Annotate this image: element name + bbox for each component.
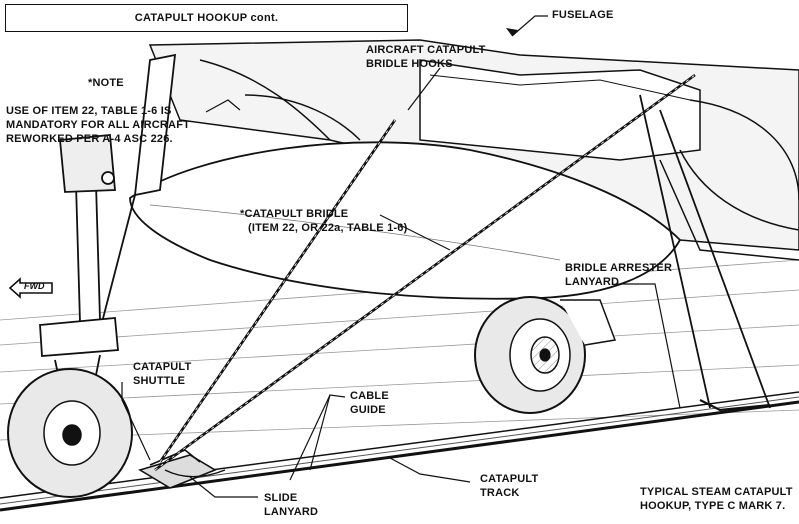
arrester-lanyard bbox=[639, 94, 771, 412]
fwd-label: FWD bbox=[24, 281, 45, 291]
label-shuttle-1: CATAPULT bbox=[133, 361, 192, 373]
note-line-2: MANDATORY FOR ALL AIRCRAFT bbox=[6, 119, 191, 131]
label-track-1: CATAPULT bbox=[480, 473, 539, 485]
label-cable-guide-1: CABLE bbox=[350, 390, 389, 402]
label-arrester-2: LANYARD bbox=[565, 276, 620, 288]
slide-lanyard bbox=[164, 469, 226, 478]
bridle-cables bbox=[154, 73, 696, 472]
page-title-box: CATAPULT HOOKUP cont. bbox=[5, 4, 408, 32]
catapult-track bbox=[0, 391, 799, 512]
label-arrester-1: BRIDLE ARRESTER bbox=[565, 262, 673, 274]
note-heading: *NOTE bbox=[88, 77, 124, 89]
label-slide-lanyard-1: SLIDE bbox=[264, 492, 298, 504]
label-shuttle-2: SHUTTLE bbox=[133, 375, 186, 387]
main-gear-wheel bbox=[474, 296, 617, 414]
leader-lines bbox=[121, 15, 681, 498]
nose-wheel bbox=[7, 368, 133, 498]
label-cable-guide-2: GUIDE bbox=[350, 404, 386, 416]
note-line-1: USE OF ITEM 22, TABLE 1-6 IS bbox=[6, 105, 172, 117]
label-catapult-bridle-2: (ITEM 22, OR 22a, TABLE 1-6) bbox=[248, 222, 408, 234]
page-title: CATAPULT HOOKUP cont. bbox=[134, 12, 279, 24]
forward-arrow-icon: FWD bbox=[8, 277, 56, 299]
label-slide-lanyard-2: LANYARD bbox=[264, 506, 319, 518]
label-track-2: TRACK bbox=[480, 487, 520, 499]
drop-tank bbox=[129, 141, 682, 300]
label-fuselage: FUSELAGE bbox=[552, 9, 614, 21]
caption-line-1: TYPICAL STEAM CATAPULT bbox=[640, 486, 793, 498]
label-bridle-hooks-1: AIRCRAFT CATAPULT bbox=[366, 44, 486, 56]
note-line-3: REWORKED PER A-4 ASC 226. bbox=[6, 133, 173, 145]
label-bridle-hooks-2: BRIDLE HOOKS bbox=[366, 58, 453, 70]
fuselage-arrow-icon bbox=[506, 28, 518, 36]
fuselage bbox=[148, 39, 799, 261]
caption-line-2: HOOKUP, TYPE C MARK 7. bbox=[640, 500, 786, 512]
nose-gear-strut bbox=[39, 53, 177, 431]
label-catapult-bridle-1: *CATAPULT BRIDLE bbox=[240, 208, 349, 220]
